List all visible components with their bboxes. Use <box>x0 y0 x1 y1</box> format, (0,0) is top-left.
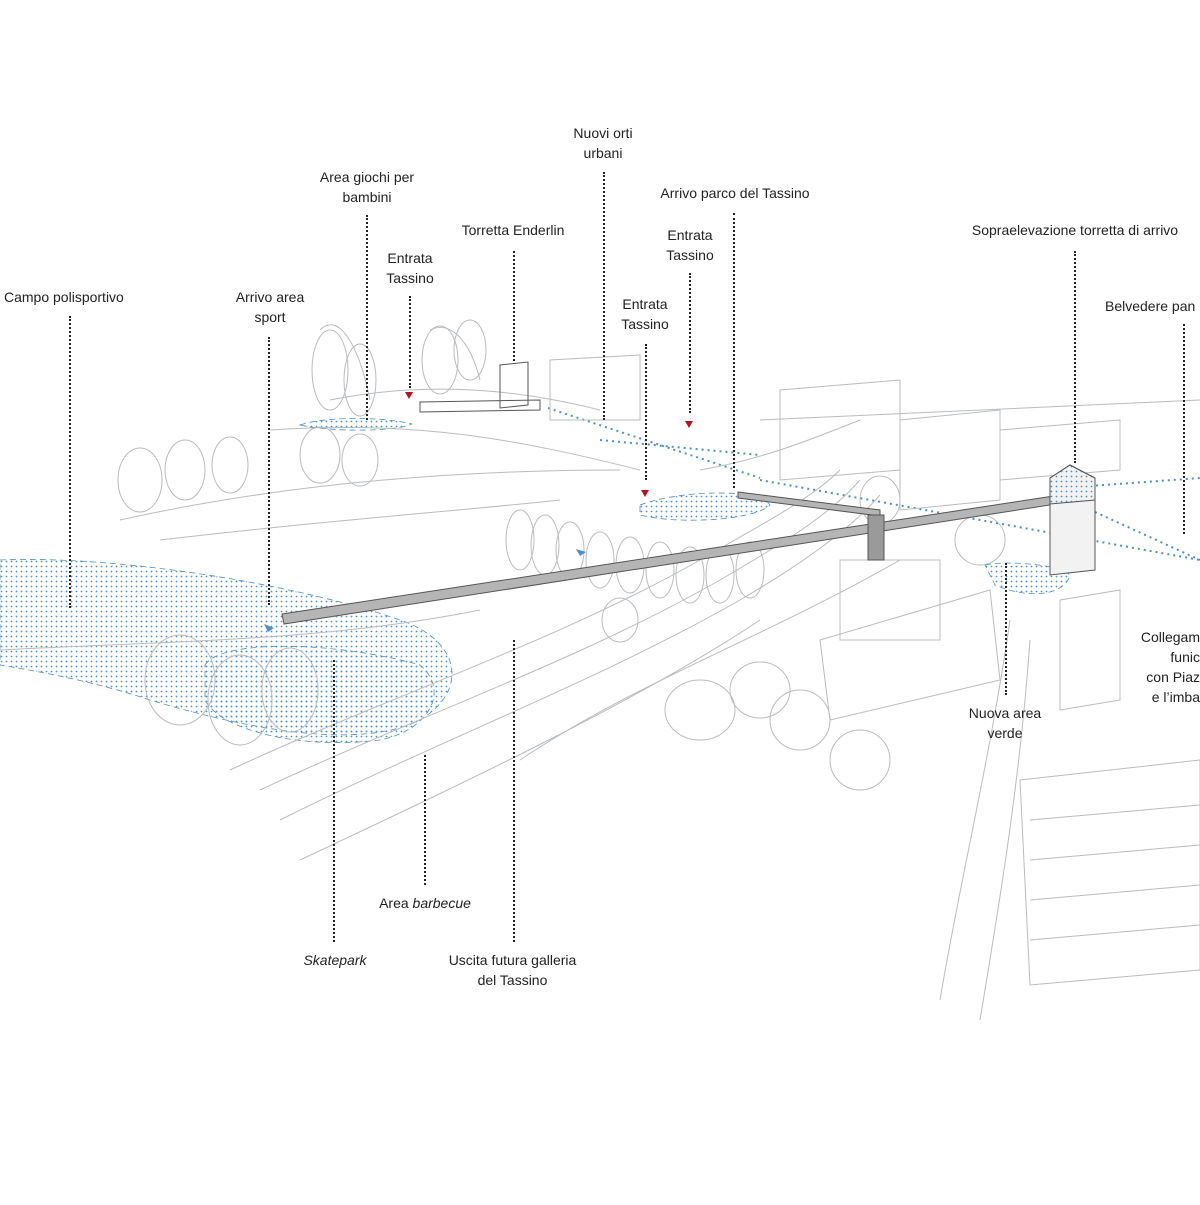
tree-27 <box>954 514 1006 566</box>
leader-uscita <box>513 640 515 942</box>
context-line-6 <box>259 479 861 791</box>
tree-23 <box>144 634 216 726</box>
tree-1 <box>164 439 206 501</box>
leader-torretta <box>513 251 515 361</box>
leader-belvedere <box>1183 324 1185 534</box>
context-line-18 <box>1029 924 1200 941</box>
label-sopraelevazione: Sopraelevazione torretta di arrivo <box>971 222 1179 238</box>
tree-21 <box>421 325 459 395</box>
tree-5 <box>505 509 535 571</box>
context-line-26 <box>319 324 371 401</box>
label-campo-polisportivo: Campo polisportivo <box>4 289 124 305</box>
leader-nuova-area <box>1005 563 1007 695</box>
context-line-10 <box>939 619 1011 1001</box>
tree-16 <box>769 689 831 751</box>
label-arrivo-parco: Arrivo parco del Tassino <box>660 185 810 201</box>
context-line-14 <box>1019 759 1200 986</box>
tree-20 <box>343 343 377 417</box>
tree-3 <box>299 426 341 484</box>
context-line-11 <box>979 639 1031 1021</box>
arrival-marker-sport <box>264 624 274 632</box>
entry-marker-1 <box>405 392 413 399</box>
label-nuovi-orti: Nuovi orti urbani <box>573 125 633 161</box>
label-entrata-tassino-1: Entrata Tassino <box>386 250 434 286</box>
context-line-2 <box>269 426 641 471</box>
view-line-1 <box>759 479 1200 561</box>
tree-15 <box>729 661 791 719</box>
context-line-16 <box>1029 844 1200 861</box>
leader-area-giochi <box>366 215 368 420</box>
context-line-27 <box>429 327 481 381</box>
leader-sopraelevazione <box>1074 251 1076 463</box>
tree-8 <box>585 531 615 589</box>
tree-10 <box>645 541 675 599</box>
bridge-marker <box>576 549 586 556</box>
entry-marker-2 <box>685 421 693 428</box>
leader-entrata-1 <box>409 296 411 388</box>
context-line-1 <box>159 499 561 541</box>
label-torretta-enderlin: Torretta Enderlin <box>461 222 565 238</box>
context-line-0 <box>119 469 621 521</box>
tree-0 <box>117 447 163 513</box>
context-line-22 <box>779 379 901 481</box>
tree-25 <box>261 647 319 733</box>
context-line-8 <box>299 619 761 861</box>
label-entrata-tassino-3: Entrata Tassino <box>621 296 669 332</box>
view-line-2 <box>1094 511 1200 561</box>
leader-arrivo-parco <box>733 213 735 488</box>
label-uscita-galleria: Uscita futura galleria del Tassino <box>448 952 577 988</box>
tree-22 <box>453 319 487 381</box>
context-line-12 <box>819 589 1001 721</box>
footbridge-pier <box>867 514 885 561</box>
context-line-13 <box>839 559 941 641</box>
tree-4 <box>341 433 379 487</box>
context-line-23 <box>899 409 1001 511</box>
view-line-4 <box>599 439 761 456</box>
entry-markers <box>264 392 693 632</box>
context-line-15 <box>1029 804 1200 821</box>
context-line-24 <box>999 419 1121 481</box>
label-arrivo-area-sport: Arrivo area sport <box>235 289 305 325</box>
arrival-tower-top <box>1049 464 1096 505</box>
context-line-21 <box>759 399 1200 421</box>
label-area-giochi: Area giochi per bambini <box>319 169 415 205</box>
leader-nuovi-orti <box>603 172 605 420</box>
tree-11 <box>675 546 705 604</box>
zone-arrivo-parco <box>639 492 771 521</box>
tree-18 <box>601 597 639 643</box>
label-area-barbecue: Area barbecue <box>379 895 471 911</box>
context-line-17 <box>1029 884 1200 901</box>
leader-entrata-2 <box>689 273 691 413</box>
label-collegamento-funicolare: Collegam funic con Piaz e l’imba <box>1140 629 1200 705</box>
label-belvedere: Belvedere pan <box>1105 298 1196 314</box>
context-line-19 <box>1059 589 1121 711</box>
torretta-enderlin <box>499 361 529 409</box>
view-line-3 <box>1089 477 1200 487</box>
label-nuova-area-verde: Nuova area verde <box>968 705 1042 741</box>
tree-24 <box>207 654 273 746</box>
leader-campo <box>69 316 71 608</box>
leader-entrata-3 <box>645 344 647 480</box>
context-line-5 <box>229 469 841 771</box>
context-line-20 <box>699 419 861 471</box>
label-entrata-tassino-2: Entrata Tassino <box>666 227 714 263</box>
leader-barbecue <box>424 755 426 885</box>
context-line-25 <box>549 354 641 421</box>
tree-2 <box>211 436 249 494</box>
zone-skatepark <box>204 645 435 743</box>
tree-6 <box>530 514 560 576</box>
footbridge <box>281 464 1096 625</box>
tree-17 <box>829 729 891 791</box>
tree-14 <box>664 679 736 741</box>
tree-19 <box>311 329 349 411</box>
view-line-0 <box>547 407 761 479</box>
context-line-4 <box>0 609 481 651</box>
label-skatepark: Skatepark <box>303 952 367 968</box>
leader-skatepark <box>333 660 335 942</box>
leader-arrivo-sport <box>268 337 270 605</box>
context-line-9 <box>519 559 901 761</box>
entry-marker-3 <box>641 490 649 497</box>
